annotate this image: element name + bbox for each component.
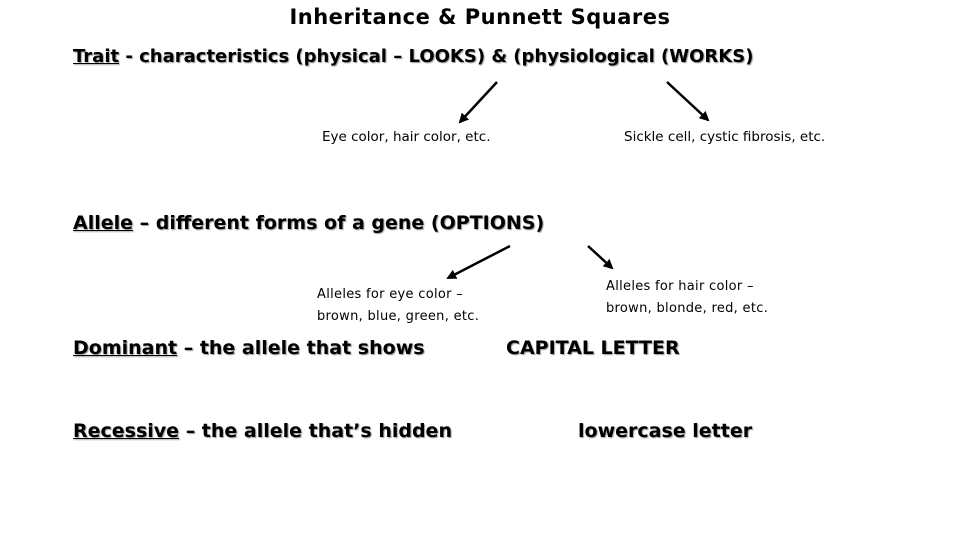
- page-title: Inheritance & Punnett Squares: [289, 5, 671, 29]
- recessive-line: Recessive – the allele that’s hidden: [73, 420, 452, 442]
- dominant-notation: CAPITAL LETTER: [506, 337, 680, 359]
- allele-example-hair-line1: Alleles for hair color –: [606, 279, 754, 294]
- allele-example-hair: Alleles for hair color – brown, blonde, …: [606, 276, 768, 320]
- arrow-trait-physical: [458, 81, 498, 124]
- dominant-term: Dominant: [73, 337, 178, 359]
- arrow-allele-hair: [587, 245, 614, 270]
- trait-term: Trait: [73, 46, 120, 67]
- allele-term: Allele: [73, 212, 134, 234]
- dominant-definition: – the allele that shows: [177, 337, 425, 359]
- trait-definition: - characteristics (physical – LOOKS) & (…: [119, 46, 754, 67]
- allele-example-eye: Alleles for eye color – brown, blue, gre…: [317, 284, 479, 328]
- recessive-definition: – the allele that’s hidden: [179, 420, 452, 442]
- trait-line: Trait - characteristics (physical – LOOK…: [73, 46, 753, 67]
- arrow-trait-physiological: [666, 81, 710, 122]
- trait-example-physiological: Sickle cell, cystic fibrosis, etc.: [624, 129, 826, 145]
- allele-line: Allele – different forms of a gene (OPTI…: [73, 212, 544, 234]
- recessive-term: Recessive: [73, 420, 180, 442]
- allele-example-eye-line1: Alleles for eye color –: [317, 287, 464, 302]
- arrow-allele-eye: [446, 244, 511, 280]
- trait-example-physical: Eye color, hair color, etc.: [322, 129, 491, 145]
- allele-example-eye-line2: brown, blue, green, etc.: [317, 309, 480, 324]
- allele-definition: – different forms of a gene (OPTIONS): [133, 212, 545, 234]
- recessive-notation: lowercase letter: [578, 420, 753, 442]
- dominant-line: Dominant – the allele that shows: [73, 337, 425, 359]
- allele-example-hair-line2: brown, blonde, red, etc.: [606, 301, 769, 316]
